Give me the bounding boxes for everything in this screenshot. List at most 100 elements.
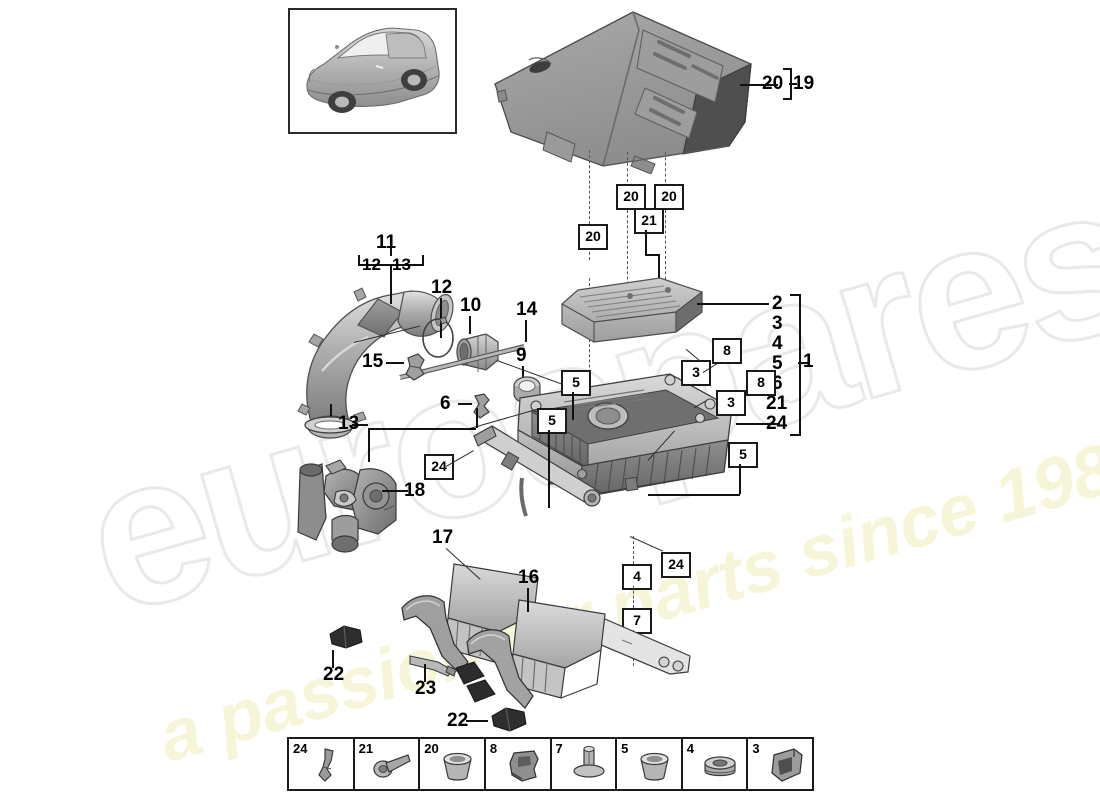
leader-9 bbox=[522, 366, 524, 380]
callout-box-4: 4 bbox=[622, 564, 652, 590]
leader-5d-h bbox=[648, 494, 740, 496]
callout-9: 9 bbox=[516, 345, 527, 366]
leader-24-left-v2 bbox=[476, 408, 478, 428]
leader-12 bbox=[440, 298, 442, 338]
legend-number-21: 21 bbox=[358, 741, 374, 756]
legend-item-8: 8 bbox=[486, 739, 552, 789]
airbox-support-arm-part bbox=[468, 420, 618, 535]
leader-23 bbox=[424, 664, 426, 682]
callout-box-8-a: 8 bbox=[712, 338, 742, 364]
air-filter-element-part bbox=[552, 276, 712, 351]
leader-item-24-right bbox=[736, 423, 780, 425]
callout-10: 10 bbox=[460, 295, 482, 316]
legend-item-7: 7 bbox=[552, 739, 618, 789]
callout-1: 1 bbox=[803, 351, 814, 372]
callout-6b: 6 bbox=[440, 393, 451, 414]
turbocharger-part bbox=[292, 448, 422, 571]
leader-5b bbox=[548, 430, 550, 508]
dash-4 bbox=[633, 536, 634, 564]
duct-clip-22a-part bbox=[329, 625, 363, 649]
airbox-lower-rail-part bbox=[578, 612, 698, 687]
callout-5: 5 bbox=[772, 353, 783, 374]
retaining-clip-6-part bbox=[473, 393, 490, 419]
clip-bracket-icon bbox=[317, 748, 334, 782]
legend-number-3: 3 bbox=[752, 741, 760, 756]
leader-18 bbox=[382, 490, 408, 492]
callout-23: 23 bbox=[415, 678, 437, 699]
clamp-bracket-icon bbox=[508, 750, 539, 782]
leader-22b bbox=[466, 720, 488, 722]
vehicle-thumbnail-box bbox=[288, 8, 457, 134]
leader-22a bbox=[332, 650, 334, 668]
callout-box-21: 21 bbox=[634, 208, 664, 234]
callout-box-24-left: 24 bbox=[424, 454, 454, 480]
callout-box-20-left: 20 bbox=[578, 224, 608, 250]
dash-20-right bbox=[665, 210, 666, 305]
callout-18: 18 bbox=[404, 480, 426, 501]
leader-13b-v bbox=[330, 404, 332, 420]
leader-item-2 bbox=[697, 303, 769, 305]
callout-6: 6 bbox=[772, 373, 783, 394]
dash-20-right-top bbox=[665, 152, 666, 182]
leader-21-v bbox=[645, 230, 647, 254]
leader-11-down bbox=[390, 264, 392, 304]
air-duct-16-part bbox=[465, 594, 645, 729]
callout-box-3-a: 3 bbox=[681, 360, 711, 386]
callout-21: 21 bbox=[766, 393, 788, 414]
dash-20-mid-top bbox=[627, 152, 628, 182]
parts-legend-strip: 24 21 20 8 bbox=[287, 737, 814, 791]
leader-14 bbox=[525, 320, 527, 342]
suv-vehicle-illustration bbox=[306, 27, 440, 113]
bracket-11-stem bbox=[390, 248, 392, 256]
leader-10 bbox=[469, 316, 471, 334]
mount-block-icon bbox=[771, 748, 803, 782]
push-pin-icon bbox=[573, 746, 605, 778]
leader-21-h bbox=[645, 254, 659, 256]
callout-12: 12 bbox=[431, 277, 453, 298]
callout-box-24-center: 24 bbox=[661, 552, 691, 578]
callout-20-cover: 20 bbox=[762, 73, 784, 94]
engine-cover-part bbox=[483, 4, 773, 179]
callout-3: 3 bbox=[772, 313, 783, 334]
callout-16: 16 bbox=[518, 567, 540, 588]
callout-2: 2 bbox=[772, 293, 783, 314]
callout-19: 19 bbox=[793, 73, 815, 94]
leader-16 bbox=[527, 588, 529, 612]
callout-box-3-b: 3 bbox=[716, 390, 746, 416]
retaining-clip-15-part bbox=[405, 353, 425, 381]
callout-12-bracket: 12 bbox=[362, 255, 381, 274]
callout-box-5-b: 5 bbox=[537, 408, 567, 434]
leader-5a bbox=[572, 392, 574, 420]
callout-box-20-mid: 20 bbox=[616, 184, 646, 210]
dash-4-7 bbox=[633, 586, 634, 608]
legend-number-5: 5 bbox=[621, 741, 629, 756]
hose-clamp-ring-part bbox=[422, 316, 454, 358]
leader-5d-v bbox=[739, 464, 741, 494]
legend-item-3: 3 bbox=[748, 739, 812, 789]
bracket-19-stem bbox=[789, 83, 797, 85]
callout-box-8-b: 8 bbox=[746, 370, 776, 396]
legend-item-24: 24 bbox=[289, 739, 355, 789]
bolt-flange-icon bbox=[373, 754, 411, 778]
bracket-assembly-1 bbox=[790, 294, 801, 436]
leader-6b bbox=[458, 403, 472, 405]
duct-strip-23-part bbox=[409, 655, 457, 677]
callout-box-5-a: 5 bbox=[561, 370, 591, 396]
duct-clip-22b-part bbox=[491, 707, 527, 732]
legend-number-4: 4 bbox=[686, 741, 694, 756]
legend-number-20: 20 bbox=[424, 741, 439, 756]
callout-13b: 13 bbox=[338, 413, 360, 434]
legend-item-21: 21 bbox=[355, 739, 421, 789]
legend-item-20: 20 bbox=[420, 739, 486, 789]
leader-15 bbox=[386, 362, 404, 364]
legend-number-7: 7 bbox=[555, 741, 563, 756]
legend-number-24: 24 bbox=[293, 741, 308, 756]
callout-11: 11 bbox=[376, 232, 397, 253]
callout-22a: 22 bbox=[323, 664, 345, 685]
legend-number-8: 8 bbox=[489, 741, 498, 756]
legend-item-4: 4 bbox=[683, 739, 749, 789]
dash-20-mid bbox=[627, 210, 628, 305]
dash-20-left bbox=[589, 150, 590, 260]
bushing-ring-icon bbox=[704, 756, 736, 777]
